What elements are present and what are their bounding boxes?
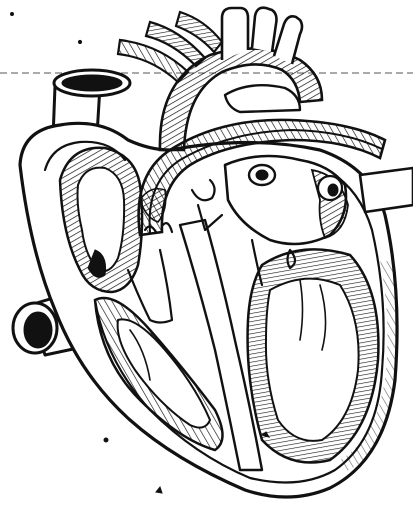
speck: [156, 487, 162, 493]
pulmonary-veins: [360, 168, 413, 212]
speck: [78, 40, 81, 43]
speck: [104, 438, 108, 442]
speck: [11, 13, 14, 16]
